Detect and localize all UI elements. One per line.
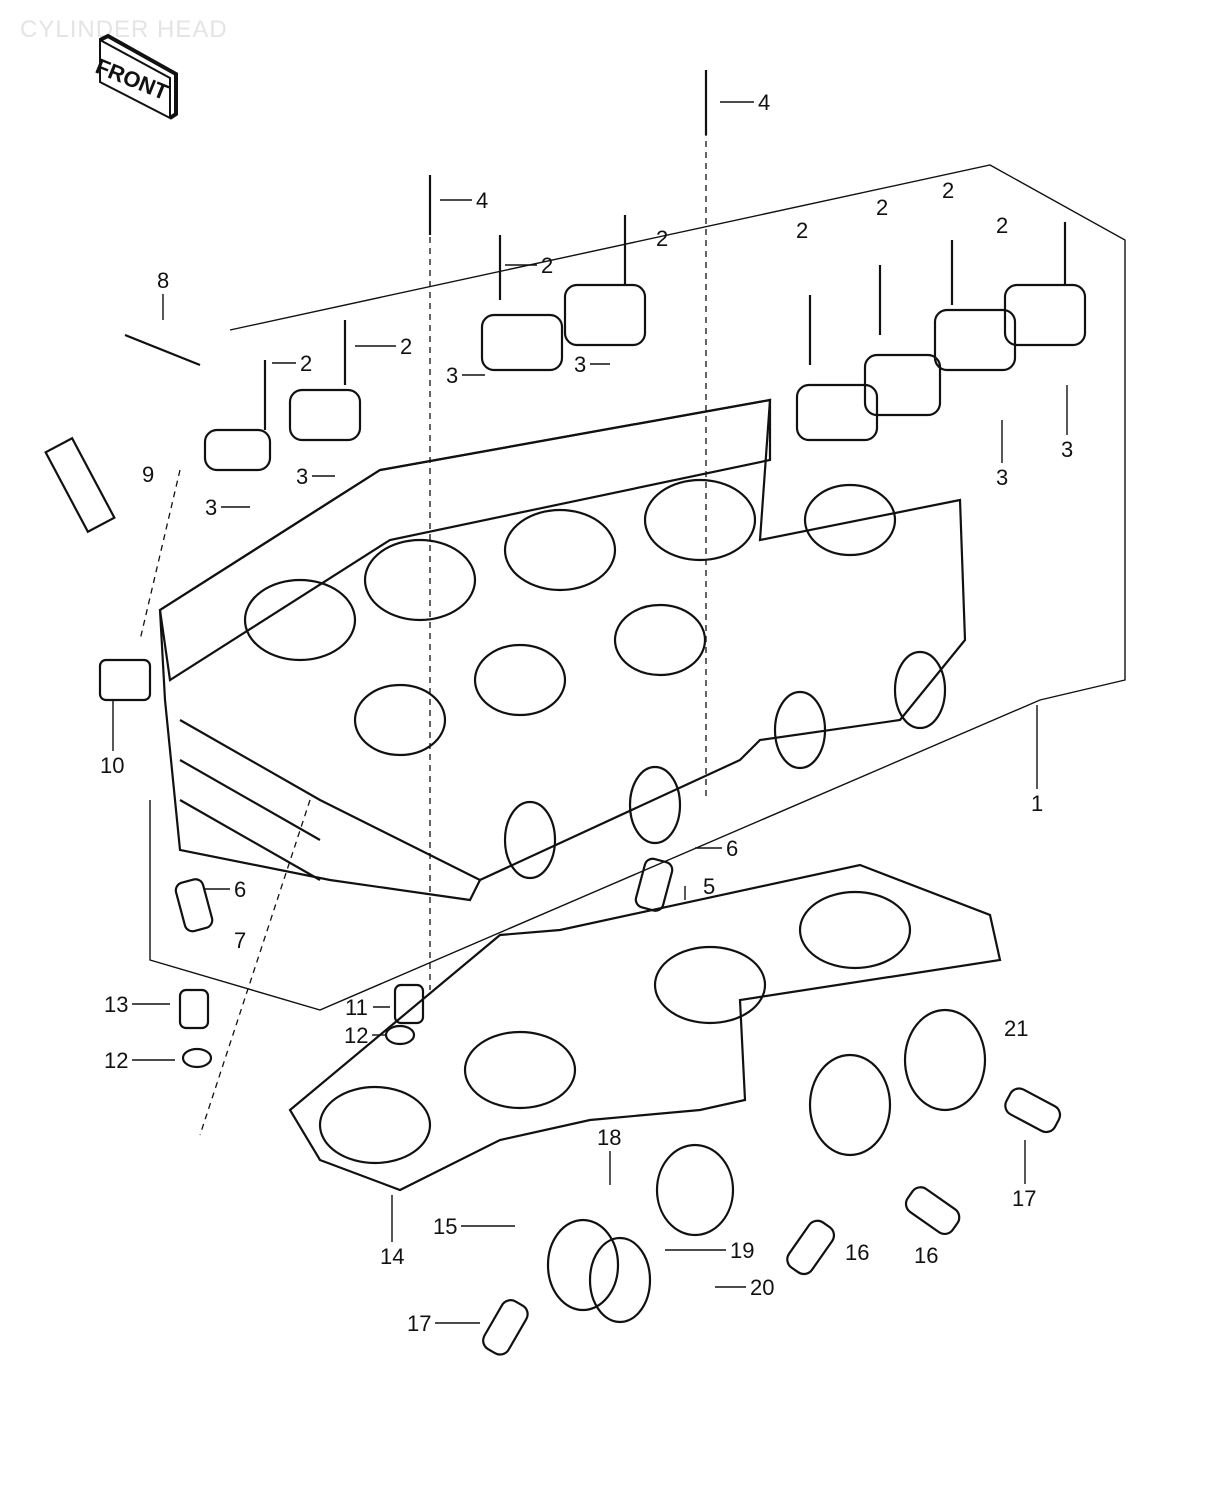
callout-3: 3 bbox=[296, 464, 308, 489]
callout-17: 17 bbox=[1012, 1186, 1036, 1211]
callout-3: 3 bbox=[996, 465, 1008, 490]
diagram-title: CYLINDER HEAD bbox=[20, 16, 228, 43]
callout-2: 2 bbox=[541, 253, 553, 278]
callout-2: 2 bbox=[400, 334, 412, 359]
callout-16: 16 bbox=[845, 1240, 869, 1265]
callout-18: 18 bbox=[597, 1125, 621, 1150]
callout-3: 3 bbox=[205, 495, 217, 520]
callout-15: 15 bbox=[433, 1214, 457, 1239]
callout-2: 2 bbox=[656, 226, 668, 251]
callout-4: 4 bbox=[476, 188, 488, 213]
callout-20: 20 bbox=[750, 1275, 774, 1300]
callout-3: 3 bbox=[446, 363, 458, 388]
caps-and-bolts bbox=[44, 70, 1087, 702]
front-badge: FRONT bbox=[92, 33, 178, 120]
callout-19: 19 bbox=[730, 1238, 754, 1263]
callout-5: 5 bbox=[703, 874, 715, 899]
callout-12: 12 bbox=[104, 1048, 128, 1073]
callout-12: 12 bbox=[344, 1023, 368, 1048]
callout-6: 6 bbox=[726, 836, 738, 861]
callout-16: 16 bbox=[914, 1243, 938, 1268]
callout-9: 9 bbox=[142, 462, 154, 487]
callout-8: 8 bbox=[157, 268, 169, 293]
callout-1: 1 bbox=[1031, 791, 1043, 816]
callout-3: 3 bbox=[574, 352, 586, 377]
callout-2: 2 bbox=[996, 213, 1008, 238]
callout-4: 4 bbox=[758, 90, 770, 115]
callout-6: 6 bbox=[234, 877, 246, 902]
callout-2: 2 bbox=[876, 195, 888, 220]
callout-7: 7 bbox=[234, 928, 246, 953]
callout-13: 13 bbox=[104, 992, 128, 1017]
callout-17: 17 bbox=[407, 1311, 431, 1336]
callout-14: 14 bbox=[380, 1244, 404, 1269]
callout-11: 11 bbox=[345, 995, 368, 1020]
head-gasket bbox=[288, 863, 1002, 1192]
callout-10: 10 bbox=[100, 753, 124, 778]
callout-3: 3 bbox=[1061, 437, 1073, 462]
callout-2: 2 bbox=[300, 351, 312, 376]
carburetor-holders bbox=[174, 857, 1062, 1356]
callout-2: 2 bbox=[796, 218, 808, 243]
cylinder-head-block bbox=[158, 398, 967, 902]
callout-2: 2 bbox=[942, 178, 954, 203]
reference-outline bbox=[139, 130, 1126, 1136]
callout-21: 21 bbox=[1004, 1016, 1028, 1041]
